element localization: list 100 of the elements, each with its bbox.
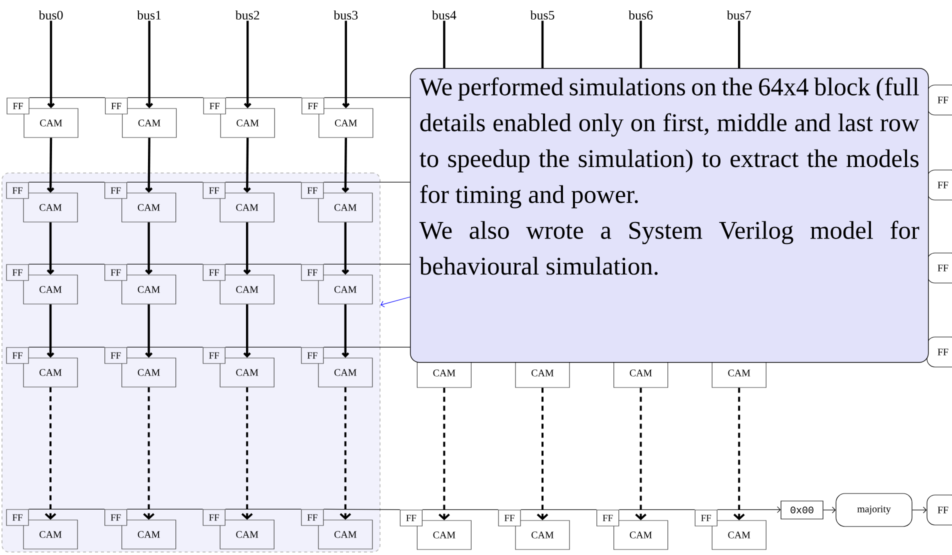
connector-line <box>127 97 204 98</box>
connector-line <box>29 97 106 98</box>
cam-box: CAM <box>416 520 472 550</box>
flip-flop-box: FF <box>104 509 128 526</box>
flip-flop-box: FF <box>301 182 324 199</box>
cam-box: CAM <box>220 520 274 550</box>
connector-line <box>520 509 597 510</box>
connector-line <box>640 20 642 68</box>
flip-flop-box: FF <box>105 98 128 114</box>
arrow <box>244 20 252 108</box>
connector-line <box>225 508 302 510</box>
arrow <box>243 138 251 193</box>
connector-line <box>618 509 696 510</box>
arrow <box>243 304 251 358</box>
cam-box: CAM <box>23 358 78 388</box>
connector-line <box>422 509 498 510</box>
dashed-arrow <box>733 388 745 520</box>
majority-box: majority <box>836 493 912 527</box>
arrow <box>717 506 781 513</box>
bus-label: bus3 <box>334 10 358 20</box>
arrow <box>342 222 350 275</box>
connector-line <box>541 20 544 68</box>
cam-box: CAM <box>24 108 78 138</box>
cam-box: CAM <box>614 520 668 550</box>
arrow <box>243 222 251 275</box>
arrow <box>145 222 153 275</box>
flip-flop-box: FF <box>400 510 422 526</box>
cam-box: CAM <box>220 358 274 388</box>
dashed-arrow <box>438 388 450 520</box>
cam-box: CAM <box>712 520 766 550</box>
arrow <box>46 138 54 193</box>
flip-flop-box: FF <box>6 347 29 364</box>
arrow <box>823 506 836 514</box>
bus-label: bus1 <box>137 10 161 20</box>
flip-flop-box: FF <box>301 509 324 526</box>
cam-box: CAM <box>23 520 78 550</box>
connector-line <box>738 20 740 68</box>
connector-line <box>225 346 302 348</box>
bus-label: bus6 <box>628 10 653 20</box>
arrow <box>145 304 153 358</box>
flip-flop-box: FF <box>926 336 952 368</box>
cam-box: CAM <box>23 192 78 222</box>
connector-line <box>28 508 105 510</box>
flip-flop-box: FF <box>202 182 226 199</box>
flip-flop-box: FF <box>926 170 952 200</box>
flip-flop-box: FF <box>301 264 324 281</box>
connector-line <box>324 97 410 98</box>
dashed-arrow <box>241 387 253 520</box>
cam-box: CAM <box>220 192 274 222</box>
cam-box: CAM <box>515 520 570 550</box>
pointer-arrow <box>380 296 410 308</box>
connector-line <box>226 97 302 98</box>
flip-flop-box: FF <box>6 509 29 526</box>
cam-box: CAM <box>318 192 373 222</box>
cam-box: CAM <box>318 274 373 304</box>
arrow <box>912 506 927 514</box>
flip-flop-box: FF <box>498 510 521 526</box>
cam-box: CAM <box>220 274 274 304</box>
flip-flop-box: FF <box>104 264 128 281</box>
arrow <box>342 20 350 108</box>
connector-line <box>323 346 410 348</box>
flip-flop-box: FF <box>104 182 128 199</box>
cam-box: CAM <box>122 192 176 222</box>
connector-line <box>443 20 446 68</box>
arrow <box>46 222 54 275</box>
bus-label: bus2 <box>235 10 260 20</box>
connector-line <box>126 508 204 510</box>
dashed-arrow <box>143 387 154 520</box>
flip-flop-box: FF <box>202 264 226 281</box>
arrow <box>145 138 153 193</box>
flip-flop-box: FF <box>6 264 29 281</box>
cam-box: CAM <box>122 520 176 550</box>
dashed-arrow <box>635 388 646 520</box>
dashed-arrow <box>340 387 352 520</box>
constant-box: 0x00 <box>780 500 824 520</box>
arrow <box>46 304 54 358</box>
flip-flop-box: FF <box>596 510 620 526</box>
flip-flop-box: FF <box>6 182 29 199</box>
bus-label: bus0 <box>38 10 63 20</box>
flip-flop-box: FF <box>694 510 718 526</box>
flip-flop-box: FF <box>302 98 324 114</box>
arrow <box>342 304 350 358</box>
cam-box: CAM <box>220 108 275 138</box>
flip-flop-box: FF <box>202 509 226 526</box>
cam-box: CAM <box>122 274 176 304</box>
cam-box: CAM <box>318 108 374 138</box>
flip-flop-box: FF <box>926 494 952 526</box>
bus-label: bus7 <box>726 10 751 20</box>
highlight-region <box>2 172 380 552</box>
dashed-arrow <box>44 387 56 520</box>
flip-flop-box: FF <box>104 347 128 364</box>
arrow <box>146 20 154 108</box>
flip-flop-box: FF <box>6 98 30 114</box>
flip-flop-box: FF <box>301 347 324 364</box>
callout-box: We performed simulations on the 64x4 block (full details enabled only on first, middle and last row to speedup the simulation) to extract the models for timing and power. We also wrote a System Verilog model for behavioural simulation. <box>410 68 929 363</box>
flip-flop-box: FF <box>926 84 952 116</box>
bus-label: bus5 <box>530 10 554 20</box>
connector-line <box>28 346 105 348</box>
flip-flop-box: FF <box>203 98 226 114</box>
dashed-arrow <box>536 388 548 520</box>
